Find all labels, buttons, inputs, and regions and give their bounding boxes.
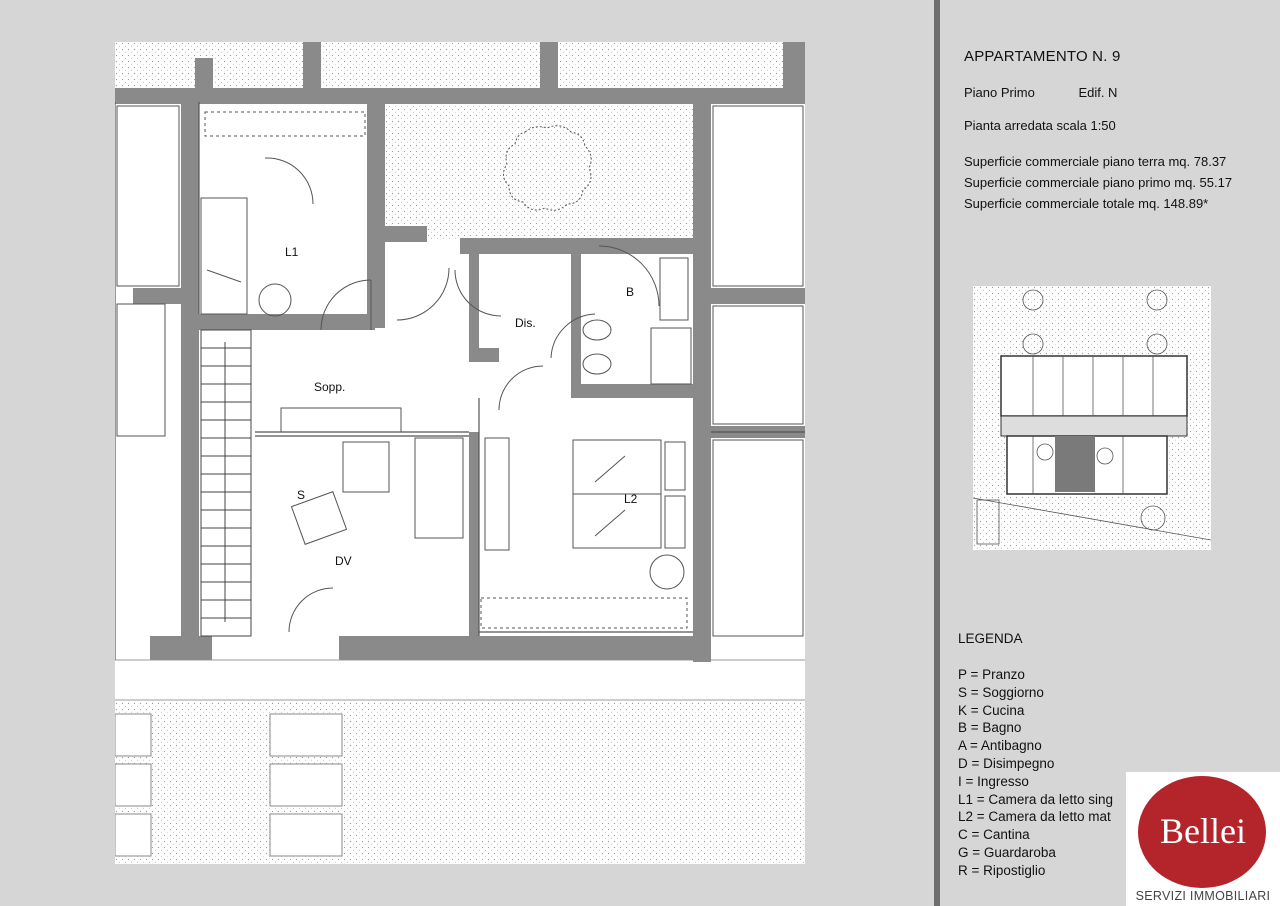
- paving-slab: [115, 813, 152, 857]
- walls: [115, 42, 805, 662]
- paving-slab: [115, 763, 152, 807]
- apartment-info: APPARTAMENTO N. 9 Piano Primo Edif. N Pi…: [964, 48, 1264, 214]
- paving-slab: [115, 713, 152, 757]
- legend-item: B = Bagno: [958, 720, 1022, 736]
- floor-plan-drawing: L1 B Dis. Sopp. S L2 DV: [115, 42, 805, 864]
- legend-item: C = Cantina: [958, 827, 1030, 843]
- floor-building-row: Piano Primo Edif. N: [964, 85, 1264, 100]
- paving-slab: [269, 713, 343, 757]
- area-line: Superficie commerciale piano terra mq. 7…: [964, 154, 1227, 169]
- scale-label: Pianta arredata scala 1:50: [964, 118, 1116, 133]
- room-label-l2: L2: [624, 492, 638, 506]
- logo-name: Bellei: [1160, 811, 1246, 851]
- building-label: Edif. N: [1078, 85, 1118, 100]
- paving-slab: [269, 763, 343, 807]
- legend-item: G = Guardaroba: [958, 844, 1056, 860]
- legend-item: S = Soggiorno: [958, 684, 1044, 700]
- room-label-l1: L1: [285, 245, 299, 259]
- legend-item: L1 = Camera da letto sing: [958, 791, 1113, 807]
- legend-item: A = Antibagno: [958, 738, 1042, 754]
- apartment-title: APPARTAMENTO N. 9: [964, 48, 1121, 65]
- inner-courtyard: [385, 102, 695, 240]
- hatched-strip-top: [115, 42, 805, 88]
- bellei-logo: Bellei SERVIZI IMMOBILIARI: [1126, 772, 1280, 906]
- tree-symbol: [503, 125, 592, 211]
- legend-title: LEGENDA: [958, 631, 1023, 646]
- key-plan-drawing: [972, 286, 1212, 550]
- room-label-sopp: Sopp.: [314, 380, 345, 394]
- legend-item: I = Ingresso: [958, 773, 1029, 789]
- paving-slab: [269, 813, 343, 857]
- highlighted-unit: [1055, 436, 1095, 492]
- adjacent-units: [116, 105, 804, 637]
- room-label-b: B: [626, 285, 634, 299]
- legend: LEGENDA P = Pranzo S = Soggiorno K = Cuc…: [958, 631, 1113, 880]
- hatched-area-bottom: [115, 702, 805, 864]
- legend-item: R = Ripostiglio: [958, 862, 1046, 878]
- key-plan: [972, 286, 1212, 550]
- room-label-dv: DV: [335, 554, 352, 568]
- logo-circle: [1138, 776, 1266, 888]
- area-line: Superficie commerciale totale mq. 148.89…: [964, 196, 1209, 211]
- room-label-dis: Dis.: [515, 316, 536, 330]
- legend-item: K = Cucina: [958, 702, 1025, 718]
- furniture: [200, 111, 692, 633]
- area-line: Superficie commerciale piano primo mq. 5…: [964, 175, 1233, 190]
- panel-divider: [934, 0, 940, 906]
- room-label-s: S: [297, 488, 305, 502]
- floor-plan: L1 B Dis. Sopp. S L2 DV: [115, 42, 805, 864]
- staircase: [200, 329, 252, 637]
- legend-item: P = Pranzo: [958, 667, 1025, 682]
- logo-tagline: SERVIZI IMMOBILIARI: [1135, 889, 1271, 903]
- legend-item: D = Disimpegno: [958, 755, 1055, 771]
- legend-item: L2 = Camera da letto mat: [958, 809, 1111, 825]
- floor-label: Piano Primo: [964, 85, 1035, 100]
